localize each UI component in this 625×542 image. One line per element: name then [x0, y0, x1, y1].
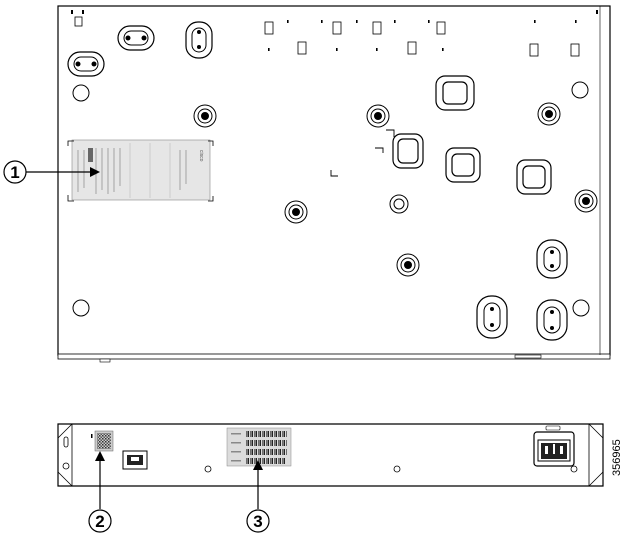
figure-id: 356965 [611, 439, 623, 476]
rear-panel-view: 2 3 356965 [57, 423, 623, 533]
screw-boss [193, 102, 598, 277]
oval-foot [117, 25, 155, 51]
alignment-marks [330, 129, 395, 177]
mounting-holes [72, 81, 590, 317]
rear-left-slots [62, 436, 70, 470]
compliance-label: cisco [67, 139, 214, 202]
rubber-pads [392, 75, 552, 195]
vertical-foot [536, 299, 568, 341]
callout-2: 2 [88, 451, 112, 533]
product-id-label [226, 427, 292, 467]
callout-3: 3 [246, 460, 270, 533]
console-port [122, 450, 148, 470]
vertical-foot [536, 239, 568, 279]
vertical-foot [476, 295, 508, 339]
callout-2-number: 2 [95, 512, 104, 531]
chassis-bottom-view: cisco 1 [3, 5, 611, 363]
callout-1: 1 [3, 160, 100, 184]
vertical-foot [185, 21, 213, 59]
callout-3-number: 3 [253, 512, 262, 531]
vent-clips [264, 21, 580, 57]
ac-power-inlet [533, 425, 575, 467]
corner-marks [71, 10, 598, 27]
serial-number-label [91, 430, 114, 452]
label-brand-text: cisco [198, 150, 204, 162]
rear-screws [204, 465, 578, 473]
oval-foot [67, 51, 105, 77]
vent-dots [268, 20, 577, 51]
callout-1-number: 1 [10, 163, 19, 182]
